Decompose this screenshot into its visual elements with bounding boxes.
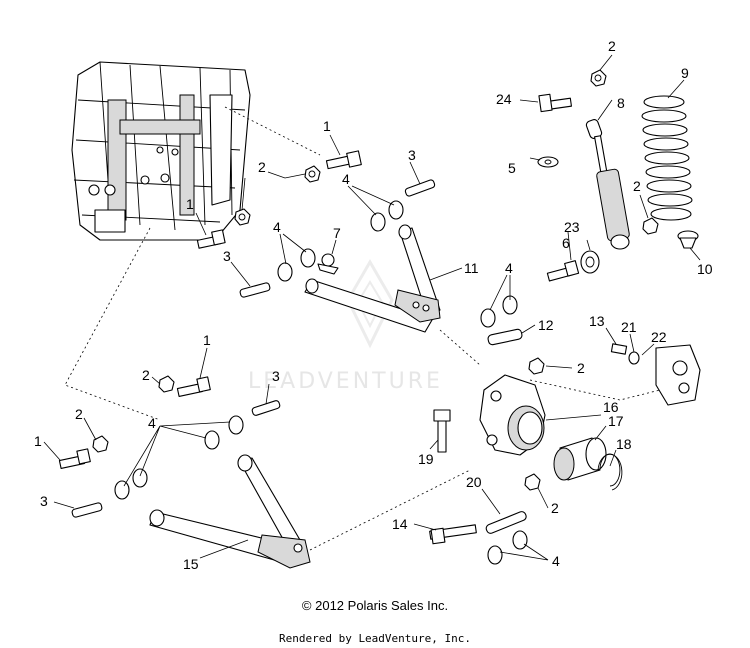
callout-17: 17 (608, 413, 624, 429)
pin-icon (71, 502, 103, 518)
nut-icon (524, 473, 541, 491)
callout-1: 1 (34, 433, 42, 449)
bolt-icon (429, 524, 477, 545)
bolt-icon (196, 229, 226, 249)
pin-icon (251, 400, 281, 416)
callout-14: 14 (392, 516, 408, 532)
sleeve-icon (487, 328, 523, 346)
lower-a-arm (149, 454, 311, 569)
callout-20: 20 (466, 474, 482, 490)
leader-lines (43, 54, 701, 561)
copyright-notice: © 2012 Polaris Sales Inc. (301, 598, 449, 613)
upper-a-arm (304, 224, 441, 333)
ball-joint-icon (317, 253, 339, 275)
shock-absorber (585, 119, 630, 250)
exploded-view: LEADVENTURE (34, 38, 713, 572)
callout-4: 4 (148, 415, 156, 431)
callout-16: 16 (603, 399, 619, 415)
watermark-logo (346, 259, 394, 349)
spring-retainer (677, 230, 699, 249)
callout-6: 6 (562, 235, 570, 251)
callout-3: 3 (408, 147, 416, 163)
callout-2: 2 (75, 406, 83, 422)
pin-icon (404, 179, 436, 197)
callout-15: 15 (183, 556, 199, 572)
callout-2: 2 (142, 367, 150, 383)
snap-ring (597, 453, 623, 491)
callout-4: 4 (505, 260, 513, 276)
callout-4: 4 (552, 553, 560, 569)
spacer-icon (580, 250, 600, 274)
callout-2: 2 (577, 360, 585, 376)
pin-icon (485, 511, 527, 534)
hardware (58, 69, 659, 565)
bushing-icon (114, 468, 148, 500)
callout-23: 23 (564, 219, 580, 235)
nut-icon (590, 69, 607, 87)
pin-icon (239, 282, 271, 298)
callout-10: 10 (697, 261, 713, 277)
wheel-bearing (553, 437, 607, 481)
callout-2: 2 (608, 38, 616, 54)
nut-icon (158, 375, 175, 393)
wheel-hub (479, 374, 546, 456)
callout-4: 4 (342, 171, 350, 187)
nut-icon (234, 208, 251, 226)
callout-2: 2 (551, 500, 559, 516)
callout-1: 1 (323, 118, 331, 134)
bolt-icon (176, 376, 211, 397)
bolt-icon (546, 260, 580, 282)
bushing-icon (480, 295, 518, 328)
callout-labels: 1 1 1 1 2 2 2 2 2 2 2 3 3 3 3 4 4 4 4 4 … (34, 38, 713, 572)
rendered-by-credit: Rendered by LeadVenture, Inc. (278, 632, 472, 645)
bushing-icon (204, 415, 244, 450)
callout-1: 1 (186, 196, 194, 212)
watermark-text: LEADVENTURE (248, 369, 443, 394)
callout-11: 11 (464, 260, 479, 276)
callout-8: 8 (617, 95, 625, 111)
nut-icon (528, 357, 545, 375)
callout-21: 21 (621, 319, 637, 335)
bushing-icon (277, 248, 316, 282)
callout-3: 3 (223, 248, 231, 264)
vehicle-frame (71, 61, 251, 241)
callout-3: 3 (272, 368, 280, 384)
callout-19: 19 (418, 451, 434, 467)
callout-2: 2 (258, 159, 266, 175)
callout-7: 7 (333, 225, 341, 241)
callout-24: 24 (496, 91, 512, 107)
callout-12: 12 (538, 317, 554, 333)
bushing-icon (370, 200, 404, 232)
callout-5: 5 (508, 160, 516, 176)
callout-22: 22 (651, 329, 667, 345)
bolt-icon (610, 343, 628, 355)
callout-4: 4 (273, 219, 281, 235)
callout-18: 18 (616, 436, 632, 452)
callout-1: 1 (203, 332, 211, 348)
nut-icon (92, 435, 109, 453)
alignment-lines (64, 106, 661, 551)
washer-icon (628, 351, 640, 365)
bolt-icon (538, 93, 572, 113)
callout-13: 13 (589, 313, 605, 329)
washer-icon (537, 156, 559, 168)
coil-spring (641, 95, 693, 221)
nut-icon (304, 165, 321, 183)
callout-9: 9 (681, 65, 689, 81)
bolt-icon (325, 150, 362, 170)
callout-2: 2 (633, 178, 641, 194)
brake-caliper (655, 344, 701, 406)
bolt-icon (433, 409, 451, 453)
nut-icon (642, 217, 659, 235)
callout-3: 3 (40, 493, 48, 509)
bolt-icon (58, 448, 91, 469)
bushing-icon (487, 530, 528, 565)
